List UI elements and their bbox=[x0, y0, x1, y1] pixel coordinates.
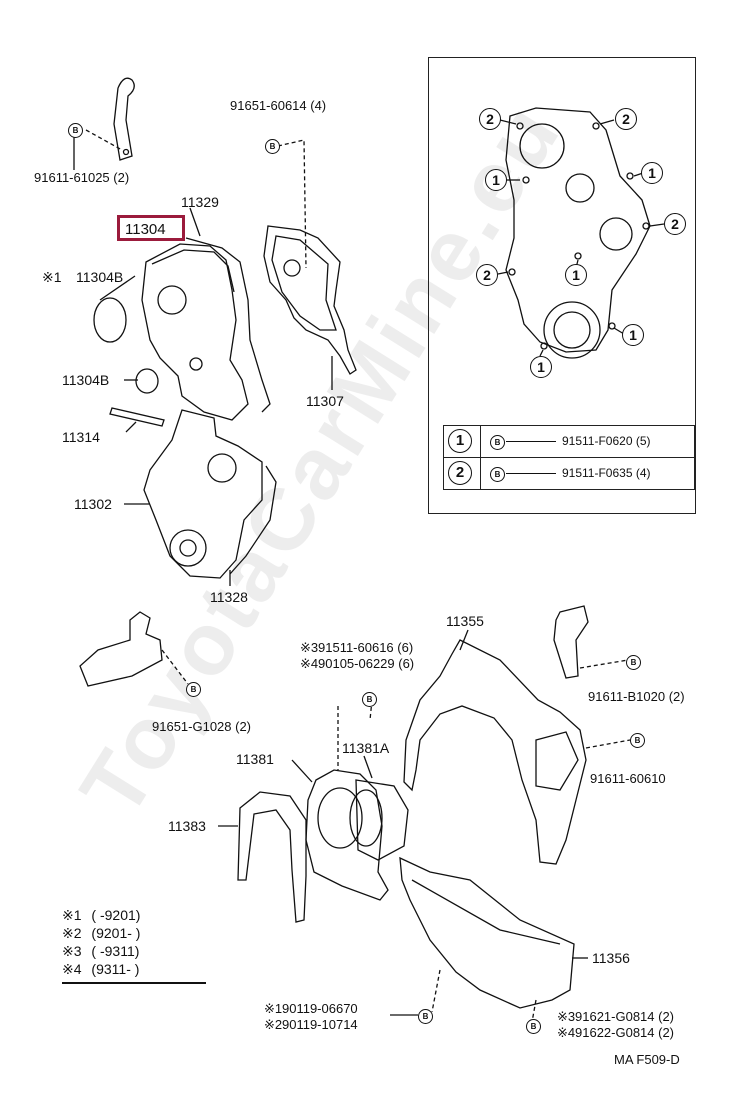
part-91621-g0814[interactable]: 91621-G0814 (2) bbox=[575, 1009, 675, 1024]
note-mark-1: ※1 bbox=[264, 1001, 283, 1016]
bolt-table-row[interactable]: 1 B 91511-F0620 (5) bbox=[444, 426, 694, 458]
part-11383[interactable]: 11383 bbox=[168, 818, 206, 834]
bolt-location-inset bbox=[428, 57, 696, 514]
legend-mark: ※1 bbox=[62, 907, 82, 923]
inset-marker: 2 bbox=[476, 264, 498, 286]
part-91611-61025[interactable]: 91611-61025 (2) bbox=[34, 170, 130, 185]
bolt-b-marker: B bbox=[626, 655, 641, 670]
bolt-b-marker: B bbox=[265, 139, 280, 154]
note-mark-4: ※4 bbox=[557, 1025, 576, 1040]
part-91651-60614[interactable]: 91651-60614 (4) bbox=[230, 98, 327, 113]
part-11307[interactable]: 11307 bbox=[306, 393, 344, 409]
bolt-b-marker: B bbox=[630, 733, 645, 748]
note-mark-4: ※4 bbox=[300, 656, 319, 671]
bolt-b-marker: B bbox=[68, 123, 83, 138]
inset-marker: 1 bbox=[641, 162, 663, 184]
part-90119-10714[interactable]: 90119-10714 bbox=[282, 1017, 358, 1032]
part-11328[interactable]: 11328 bbox=[210, 589, 248, 605]
inset-marker: 2 bbox=[615, 108, 637, 130]
bolt-b-marker: B bbox=[526, 1019, 541, 1034]
note-mark-3: ※3 bbox=[557, 1009, 576, 1024]
part-11355[interactable]: 11355 bbox=[446, 613, 484, 629]
legend-mark: ※3 bbox=[62, 943, 82, 959]
inset-marker: 1 bbox=[565, 264, 587, 286]
legend-mark: ※4 bbox=[62, 961, 82, 977]
highlighted-part-label: 11304 bbox=[125, 221, 166, 238]
part-91651-g1028[interactable]: 91651-G1028 (2) bbox=[152, 719, 252, 734]
inset-marker: 1 bbox=[622, 324, 644, 346]
part-11314[interactable]: 11314 bbox=[62, 429, 100, 445]
inset-marker: 1 bbox=[530, 356, 552, 378]
bolt-table-part: 91511-F0635 (4) bbox=[562, 466, 651, 480]
inset-marker: 1 bbox=[485, 169, 507, 191]
bolt-b-marker: B bbox=[186, 682, 201, 697]
inset-marker: 2 bbox=[664, 213, 686, 235]
legend-text: ( -9201) bbox=[91, 907, 141, 923]
bolt-table-num: 1 bbox=[448, 429, 472, 453]
part-11302[interactable]: 11302 bbox=[74, 496, 112, 512]
part-11329[interactable]: 11329 bbox=[181, 194, 219, 210]
diagram-code: MA F509-D bbox=[614, 1052, 680, 1067]
note-mark-3: ※3 bbox=[300, 640, 319, 655]
legend-text: ( -9311) bbox=[91, 943, 140, 959]
part-11381a[interactable]: 11381A bbox=[342, 740, 390, 756]
legend-item: ※1 ( -9201) bbox=[62, 907, 140, 924]
legend-item: ※3 ( -9311) bbox=[62, 943, 139, 960]
bolt-b-marker: B bbox=[362, 692, 377, 707]
bolt-b-marker: B bbox=[418, 1009, 433, 1024]
part-91511-60616[interactable]: 91511-60616 (6) bbox=[318, 640, 414, 655]
note-mark-2: ※2 bbox=[264, 1017, 283, 1032]
bolt-table-row[interactable]: 2 B 91511-F0635 (4) bbox=[444, 458, 694, 489]
legend-text: (9311- ) bbox=[91, 961, 140, 977]
part-11304b-lower[interactable]: 11304B bbox=[62, 372, 110, 388]
bolt-b-marker: B bbox=[490, 467, 505, 483]
part-90105-06229[interactable]: 90105-06229 (6) bbox=[318, 656, 415, 671]
part-11381[interactable]: 11381 bbox=[236, 751, 274, 767]
legend-item: ※4 (9311- ) bbox=[62, 961, 139, 978]
bolt-table-num: 2 bbox=[448, 461, 472, 485]
inset-marker: 2 bbox=[479, 108, 501, 130]
part-91611-60610[interactable]: 91611-60610 bbox=[590, 771, 666, 786]
part-91611-b1020[interactable]: 91611-B1020 (2) bbox=[588, 689, 685, 704]
part-91622-g0814[interactable]: 91622-G0814 (2) bbox=[575, 1025, 675, 1040]
bolt-table-part: 91511-F0620 (5) bbox=[562, 434, 651, 448]
bolt-table: 1 B 91511-F0620 (5) 2 B 91511-F0635 (4) bbox=[443, 425, 695, 490]
part-11304b-upper[interactable]: 11304B bbox=[76, 269, 124, 285]
legend-underline bbox=[62, 982, 206, 984]
legend-item: ※2 (9201- ) bbox=[62, 925, 140, 942]
part-11356[interactable]: 11356 bbox=[592, 950, 630, 966]
legend-text: (9201- ) bbox=[91, 925, 141, 941]
part-90119-06670[interactable]: 90119-06670 bbox=[282, 1001, 358, 1016]
bolt-b-marker: B bbox=[490, 435, 505, 451]
legend-mark: ※2 bbox=[62, 925, 82, 941]
highlighted-part-box[interactable]: 11304 bbox=[117, 215, 185, 241]
note-mark-1: ※1 bbox=[42, 269, 62, 285]
